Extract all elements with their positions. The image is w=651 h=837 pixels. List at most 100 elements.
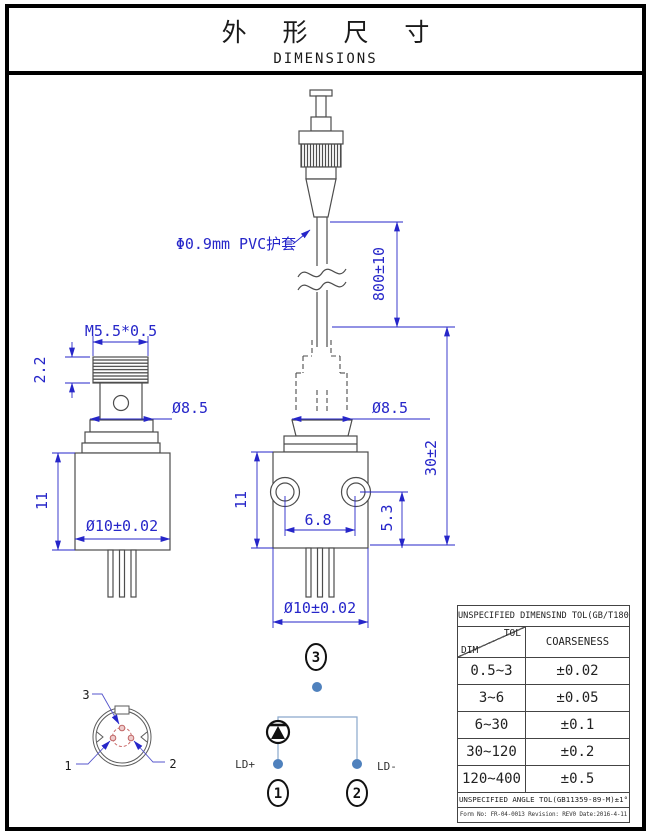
pin-lead [316,547,324,598]
pin2-leader [133,740,165,763]
diode-triangle [271,726,285,739]
connector-ferrule [315,95,327,118]
angle-tolerance-note: UNSPECIFIED ANGLE TOL(GB11359-89-M)±1° [458,793,629,808]
pinout-view: 3 1 2 [64,688,176,773]
schematic-num-2: 2 [353,786,361,802]
schematic: 3 LD+ LD- 1 2 [235,643,397,807]
dim-hole-pitch: 6.8 [304,511,331,529]
schematic-num-3: 3 [312,650,320,666]
pinout-pin3-dot [118,724,126,732]
title-block: 外 形 尺 寸 DIMENSIONS [9,8,642,75]
pinout-label-2: 2 [169,757,176,771]
dim-cap-height-side: 11 [33,492,51,510]
pin3-number-circle [305,643,327,671]
dim-range: 120~400 [458,766,526,792]
tol-value: ±0.02 [556,663,599,679]
dim-body-dia-front: Ø10±0.02 [284,599,356,617]
tol-value: ±0.5 [560,771,595,787]
tol-value: ±0.2 [560,744,595,760]
drawing-area: M5.5*0.5 2.2 Ø8.5 11 Ø10±0.02 [9,75,642,827]
tol-header: TOL [503,628,521,639]
page-subtitle: DIMENSIONS [273,50,378,67]
tol-value: ±0.05 [556,690,599,706]
dim-flange-dia-front: Ø8.5 [372,399,408,417]
pin3-terminal-dot [312,682,322,692]
front-view-package [269,419,372,598]
fiber-cable [297,217,347,347]
table-row: 0.5~3 ±0.02 [458,658,629,685]
dim-range: 30~120 [458,739,526,765]
connector-collar [310,116,332,132]
wire-cathode [277,716,358,759]
flange-step1 [89,419,154,433]
boot-hidden-outline [295,340,348,412]
pin-lead [305,547,312,598]
dim-header: DIM [461,645,479,656]
dim-body-dia-side: Ø10±0.02 [86,517,158,535]
pvc-jacket-label: Φ0.9mm PVC护套 [176,235,296,253]
pinout-pin1-dot [109,734,117,742]
pin2-number-circle [346,779,368,807]
pin3-leader [92,693,120,725]
connector-cap [309,89,333,97]
pin-lead [130,549,137,598]
side-view [74,356,171,598]
dim-overall-height: 30±2 [422,440,440,476]
pinout-inner-circle [95,710,149,764]
dim-thread-length: 2.2 [31,356,49,383]
dim-cap-height-front: 11 [232,491,250,509]
tol-value: ±0.1 [560,717,595,733]
fc-connector [298,89,344,218]
tol-dim-diagonal-cell: TOL DIM [458,627,526,657]
dim-flange-dia-side: Ø8.5 [172,399,208,417]
package-body-side [74,452,171,551]
pinout-tab [114,705,130,715]
thread-section [92,356,149,384]
neck-hole [112,394,130,412]
table-row: 120~400 ±0.5 [458,766,629,793]
pin1-leader [76,740,111,765]
cable-break-mark [297,268,347,278]
table-row: 30~120 ±0.2 [458,739,629,766]
drawing-svg: M5.5*0.5 2.2 Ø8.5 11 Ø10±0.02 [31,89,455,807]
ld-minus-label: LD- [377,760,397,773]
tolerance-table-header: TOL DIM COARSENESS [458,627,629,658]
pin1-terminal-dot [273,759,283,769]
pinout-label-1: 1 [64,759,71,773]
pinout-notch-right [140,731,148,743]
page-title: 外 形 尺 寸 [221,17,444,47]
connector-neck [305,166,337,180]
connector-knurl [300,143,342,168]
tolerance-table-title: UNSPECIFIED DIMENSIND TOL(GB/T1804-92) [458,606,629,627]
pin1-number-circle [267,779,289,807]
cable-break-mark [297,281,347,291]
connector-nut [298,130,344,145]
ld-plus-label: LD+ [235,758,255,771]
coarseness-header: COARSENESS [545,636,610,648]
sheet-border: 外 形 尺 寸 DIMENSIONS [5,4,646,831]
flange-step1-front [291,419,353,437]
tolerance-table: UNSPECIFIED DIMENSIND TOL(GB/T1804-92) T… [457,605,630,823]
dim-hole-offset: 5.3 [378,504,396,531]
pin-lead [118,549,126,598]
table-row: 3~6 ±0.05 [458,685,629,712]
flange-step2 [84,431,159,444]
dim-range: 6~30 [458,712,526,738]
pinout-notch-left [96,731,104,743]
pin2-terminal-dot [352,759,362,769]
dim-thread-spec: M5.5*0.5 [85,322,157,340]
flange-step3 [81,442,161,454]
dim-fiber-length: 800±10 [370,247,388,301]
pinout-label-3: 3 [82,688,89,702]
dim-range: 3~6 [458,685,526,711]
pinout-pin2-dot [127,734,135,742]
front-view-dimensions [251,221,455,628]
table-row: 6~30 ±0.1 [458,712,629,739]
pin-lead [107,549,114,598]
form-number-note: Form No: FR-04-0013 Revision: REV0 Date:… [459,811,628,818]
connector-boot [305,178,337,218]
dim-range: 0.5~3 [458,658,526,684]
side-view-dimensions [52,336,172,551]
pin-lead [328,547,335,598]
